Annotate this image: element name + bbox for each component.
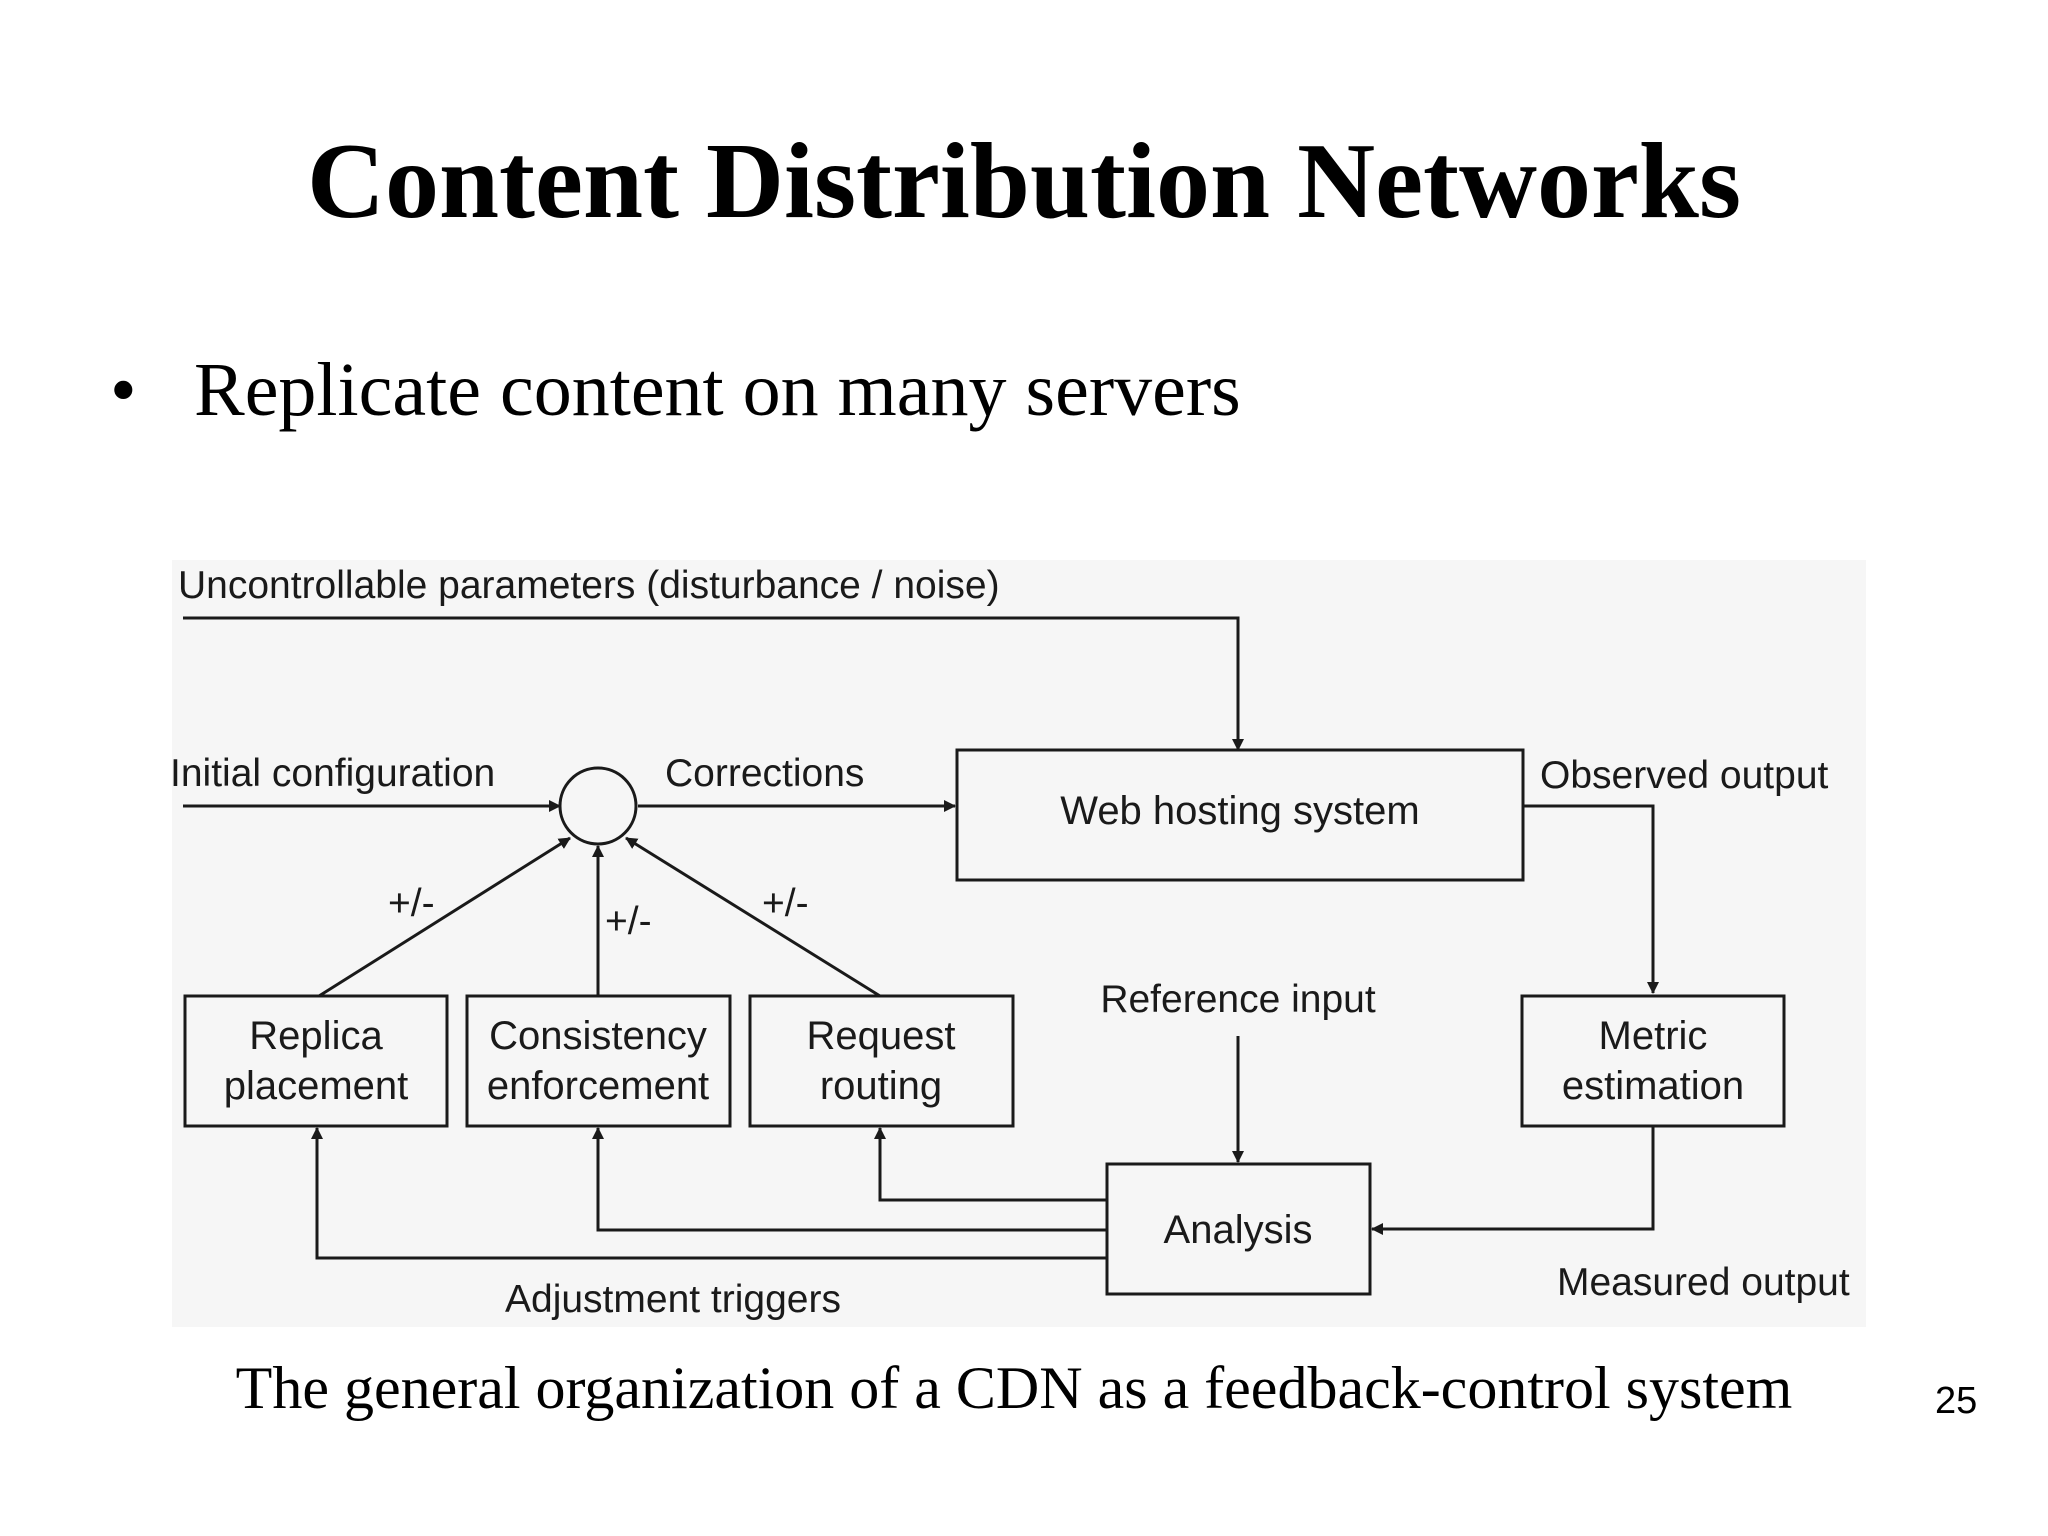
observed-output-label: Observed output <box>1540 754 1829 797</box>
sign-label-routing: +/- <box>762 882 809 925</box>
trigger-to-routing-arrow <box>874 1127 1107 1202</box>
metric-label-line2: estimation <box>1562 1064 1744 1108</box>
slide-number: 25 <box>1935 1380 1978 1422</box>
uncontrollable-params-label: Uncontrollable parameters (disturbance /… <box>178 564 1000 607</box>
measured-output-arrow <box>1371 1126 1655 1235</box>
metric-label-line1: Metric <box>1599 1014 1708 1058</box>
request-label-line2: routing <box>820 1064 942 1108</box>
summing-junction <box>558 766 638 846</box>
observed-output-arrow <box>1523 804 1659 994</box>
request-routing-box <box>748 994 1015 1128</box>
bullet-dot: • <box>110 348 137 432</box>
adjustment-triggers-label: Adjustment triggers <box>505 1278 841 1321</box>
consistency-label-line1: Consistency <box>489 1014 707 1058</box>
web-hosting-box <box>955 748 1525 882</box>
disturbance-arrow <box>183 616 1244 751</box>
figure-caption: The general organization of a CDN as a f… <box>235 1355 1793 1421</box>
slide-title: Content Distribution Networks <box>306 122 1741 241</box>
trigger-to-consistency-arrow <box>592 1127 1107 1232</box>
corrections-label: Corrections <box>665 752 864 795</box>
analysis-label: Analysis <box>1164 1208 1313 1252</box>
bullet-text: Replicate content on many servers <box>194 348 1241 432</box>
replica-to-junction-arrow <box>318 836 571 998</box>
initial-config-label: Initial configuration <box>170 752 495 795</box>
replica-label-line1: Replica <box>249 1014 383 1058</box>
reference-input-label: Reference input <box>1100 978 1376 1021</box>
replica-label-line2: placement <box>224 1064 409 1108</box>
request-label-line1: Request <box>807 1014 956 1058</box>
web-hosting-label: Web hosting system <box>1060 789 1419 833</box>
replica-placement-box <box>183 994 449 1128</box>
routing-to-junction-arrow <box>625 836 881 998</box>
bullet-item: • Replicate content on many servers <box>110 352 1241 428</box>
measured-output-label: Measured output <box>1557 1261 1850 1304</box>
sign-label-consistency: +/- <box>605 900 652 943</box>
sign-label-replica: +/- <box>388 882 435 925</box>
trigger-to-replica-arrow <box>311 1127 1107 1260</box>
consistency-label-line2: enforcement <box>487 1064 709 1108</box>
